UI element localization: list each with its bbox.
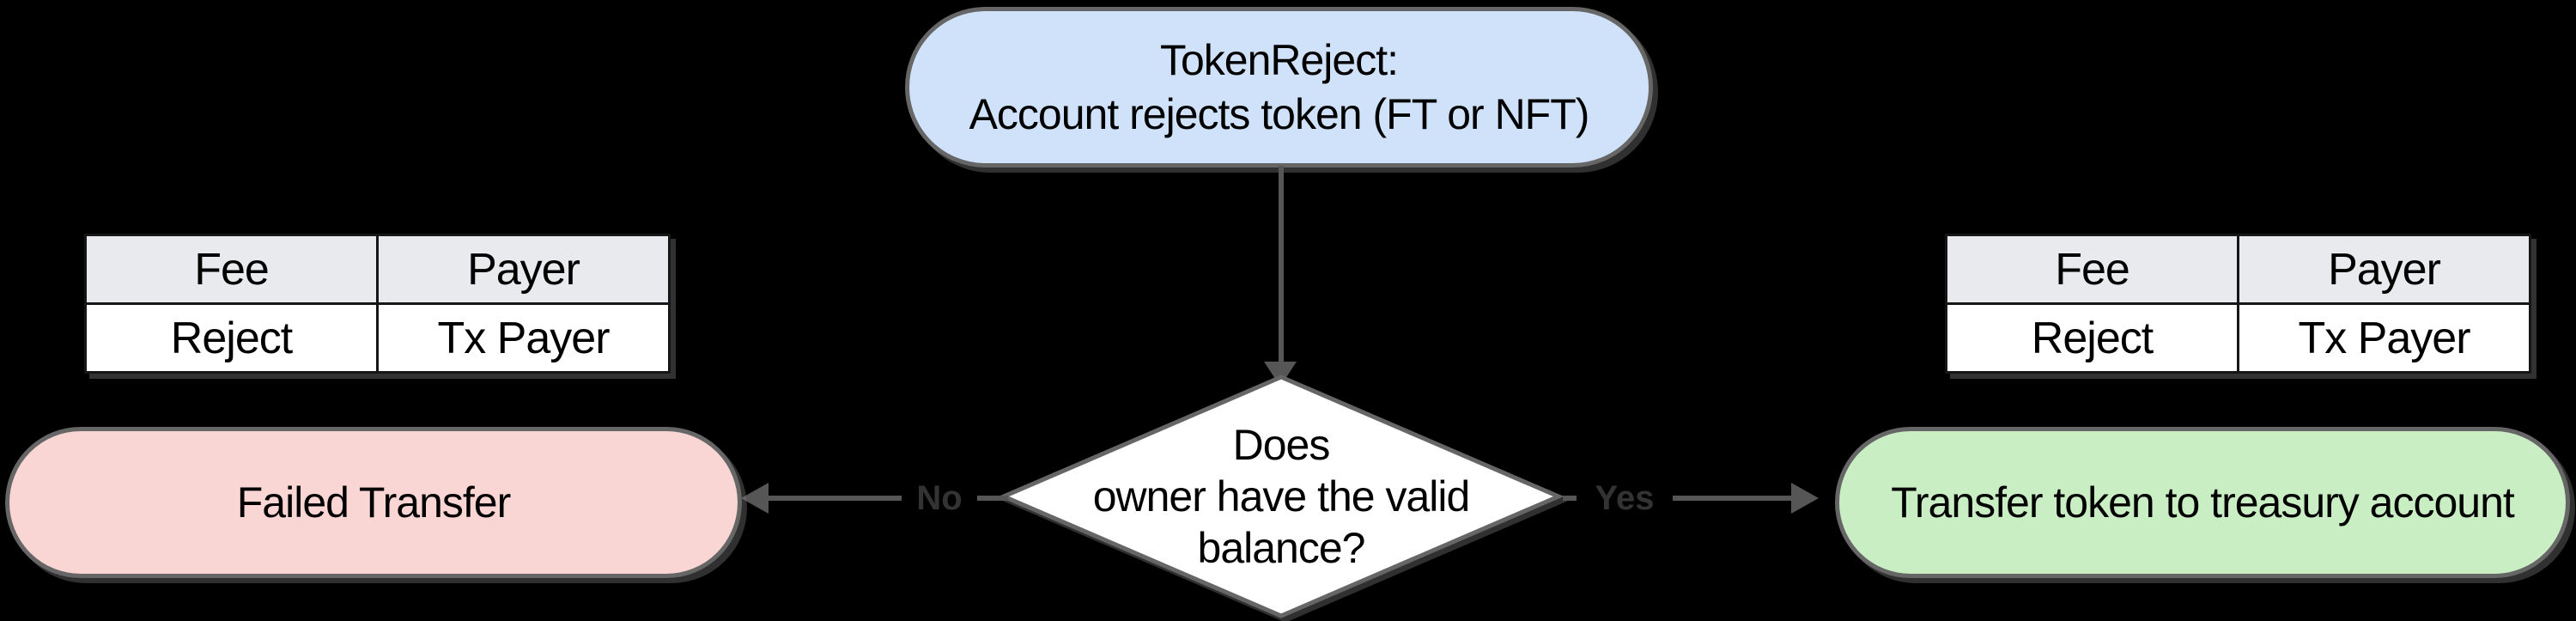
- fee-table-right-header-row: Fee Payer: [1945, 234, 2531, 305]
- node-token-reject-label: TokenReject: Account rejects token (FT o…: [969, 35, 1590, 138]
- arrowhead-left: [741, 483, 769, 514]
- node-decision-label: Does owner have the valid balance?: [1092, 421, 1471, 572]
- fee-table-right-cell-payer: Tx Payer: [2237, 302, 2531, 374]
- node-transfer-treasury-label: Transfer token to treasury account: [1891, 478, 2515, 527]
- connector-start-to-decision: [1279, 166, 1284, 363]
- decision-diamond-polygon: [999, 374, 1563, 618]
- fee-table-left-header-fee: Fee: [84, 234, 379, 305]
- arrowhead-right: [1791, 483, 1819, 514]
- connector-decision-to-treasury: [1563, 496, 1793, 501]
- fee-table-right-header-fee: Fee: [1945, 234, 2239, 305]
- node-failed-transfer-label: Failed Transfer: [236, 478, 511, 527]
- fee-table-right-cell-fee: Reject: [1945, 302, 2239, 374]
- fee-table-right-header-payer: Payer: [2237, 234, 2531, 305]
- table-row: Reject Tx Payer: [84, 302, 671, 374]
- edge-label-yes: Yes: [1577, 475, 1673, 521]
- fee-table-right: Fee Payer Reject Tx Payer: [1945, 234, 2531, 374]
- node-failed-transfer: Failed Transfer: [5, 427, 742, 578]
- connector-decision-to-failed: [767, 496, 1008, 501]
- fee-table-left-cell-payer: Tx Payer: [376, 302, 671, 374]
- edge-label-no: No: [902, 475, 977, 521]
- fee-table-left-cell-fee: Reject: [84, 302, 379, 374]
- node-token-reject: TokenReject: Account rejects token (FT o…: [905, 7, 1653, 167]
- fee-table-left: Fee Payer Reject Tx Payer: [84, 234, 671, 374]
- fee-table-left-header-row: Fee Payer: [84, 234, 671, 305]
- decision-diamond-shape: [999, 374, 1563, 618]
- table-row: Reject Tx Payer: [1945, 302, 2531, 374]
- fee-table-left-header-payer: Payer: [376, 234, 671, 305]
- node-transfer-treasury: Transfer token to treasury account: [1835, 427, 2570, 578]
- node-decision: Does owner have the valid balance?: [999, 373, 1563, 620]
